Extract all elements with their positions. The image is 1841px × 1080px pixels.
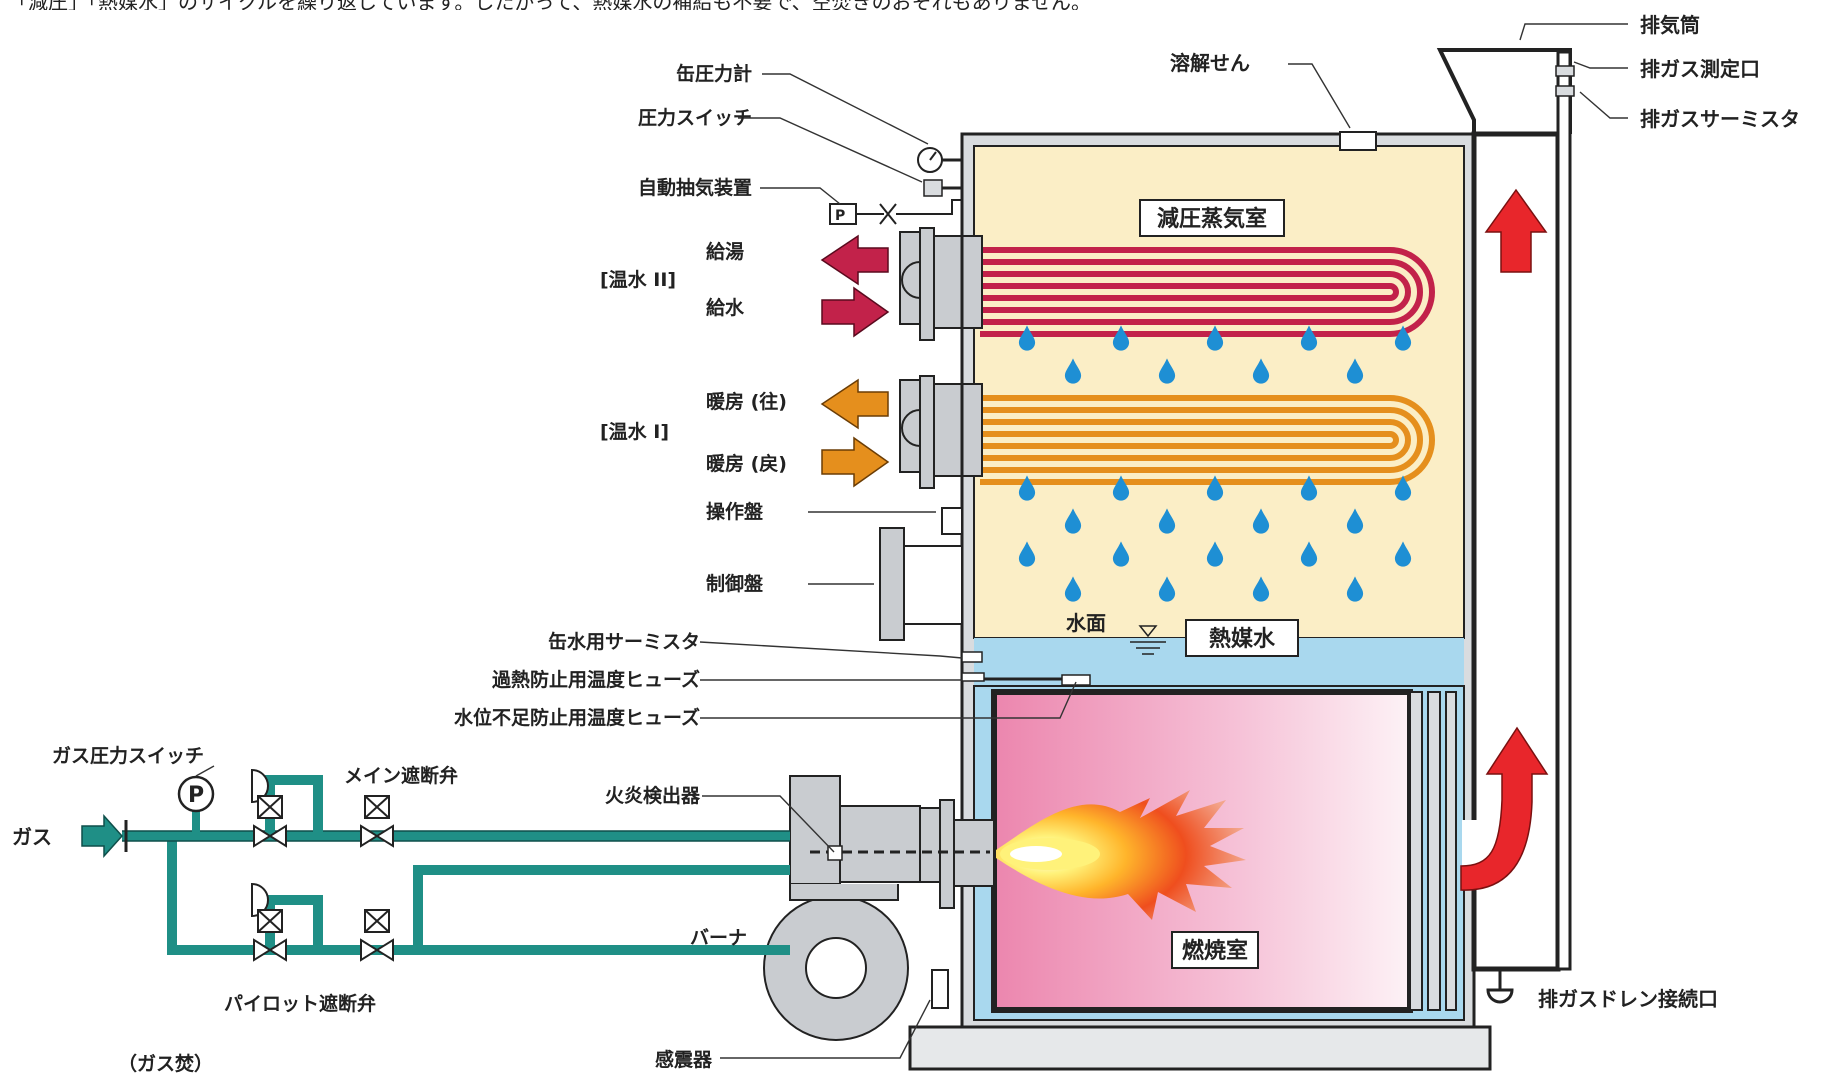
melt-plug — [1339, 131, 1377, 151]
water-supply-arrow — [821, 286, 890, 338]
can-water-thermistor-label: 缶水用サーミスタ — [548, 630, 700, 653]
control-board-label: 制御盤 — [706, 572, 764, 595]
hot-water-1-label: [温水 I] — [600, 421, 669, 443]
gas-fired-label: （ガス焚） — [118, 1052, 213, 1075]
pressure-switch-icon — [923, 179, 943, 197]
water-surface-marker — [1130, 625, 1166, 655]
gas-pressure-switch-icon — [177, 775, 215, 813]
decompression-chamber-label: 減圧蒸気室 — [1157, 206, 1267, 232]
heating-return-label: 暖房 (戻) — [706, 452, 787, 475]
flame-detector-label: 火炎検出器 — [605, 784, 701, 807]
auto-air-vent-label: 自動抽気装置 — [638, 176, 752, 199]
melt-plug-label: 溶解せん — [1170, 51, 1250, 75]
pressure-switch-label: 圧力スイッチ — [638, 106, 752, 129]
water-surface-label: 水面 — [1066, 611, 1106, 635]
heating-out-arrow — [820, 378, 889, 430]
main-valve-1 — [251, 768, 287, 848]
leader-lines — [195, 23, 1628, 1059]
exhaust-stack-label: 排気筒 — [1640, 13, 1700, 37]
svg-text:P: P — [835, 208, 845, 224]
gas-pressure-switch-label: ガス圧力スイッチ — [52, 744, 204, 767]
burner-assembly — [763, 775, 995, 1041]
exhaust-thermistor-label: 排ガスサーミスタ — [1640, 107, 1800, 131]
operation-panel-label: 操作盤 — [706, 500, 764, 523]
operation-panel-icon — [941, 507, 963, 535]
pilot-shutoff-valve-label: パイロット遮断弁 — [224, 992, 376, 1015]
heating-out-label: 暖房 (往) — [706, 390, 787, 413]
water-supply-label: 給水 — [706, 296, 745, 319]
exhaust-stack — [1436, 48, 1575, 1004]
low-water-fuse-label: 水位不足防止用温度ヒューズ — [454, 706, 700, 729]
exhaust-drain-port — [1486, 968, 1514, 1004]
tube-header-lower — [899, 375, 983, 489]
overheat-fuse-label: 過熱防止用温度ヒューズ — [492, 668, 700, 691]
heat-medium-water-label: 熱媒水 — [1209, 626, 1276, 652]
hot-water-2-label: [温水 II] — [600, 269, 676, 291]
caption-text: 「減圧」「熱媒水」のサイクルを繰り返しています。したがって、熱媒水の補給も不要で… — [8, 0, 1608, 10]
seismic-sensor-icon — [931, 969, 949, 1009]
seismic-sensor-label: 感震器 — [655, 1048, 713, 1071]
tube-header-upper — [899, 227, 983, 341]
combustion-chamber-label: 燃焼室 — [1182, 938, 1248, 964]
svg-text:P: P — [188, 783, 204, 808]
gas-inlet-arrow — [81, 814, 124, 858]
exhaust-flow-arrow-top — [1484, 188, 1548, 273]
hot-supply-label: 給湯 — [706, 240, 744, 263]
burner-flame — [996, 790, 1246, 920]
hot-supply-arrow — [820, 234, 889, 286]
burner-label: バーナ — [690, 927, 747, 949]
heating-return-arrow — [821, 436, 890, 488]
gas-label: ガス — [12, 825, 52, 849]
boiler-base — [908, 1025, 1492, 1071]
main-shutoff-valve-label: メイン遮断弁 — [344, 764, 458, 787]
pilot-valve-1 — [251, 882, 287, 962]
main-shutoff-valve-2 — [360, 795, 394, 848]
can-pressure-gauge-label: 缶圧力計 — [676, 62, 752, 85]
control-board-icon — [903, 545, 963, 625]
exhaust-flow-arrow-bottom — [1460, 726, 1549, 891]
gas-piping-outline — [122, 830, 790, 842]
pilot-shutoff-valve-2 — [360, 909, 394, 962]
exhaust-measure-port-label: 排ガス測定口 — [1640, 57, 1760, 81]
exhaust-drain-label: 排ガスドレン接続口 — [1538, 987, 1718, 1011]
gas-piping — [122, 831, 790, 955]
